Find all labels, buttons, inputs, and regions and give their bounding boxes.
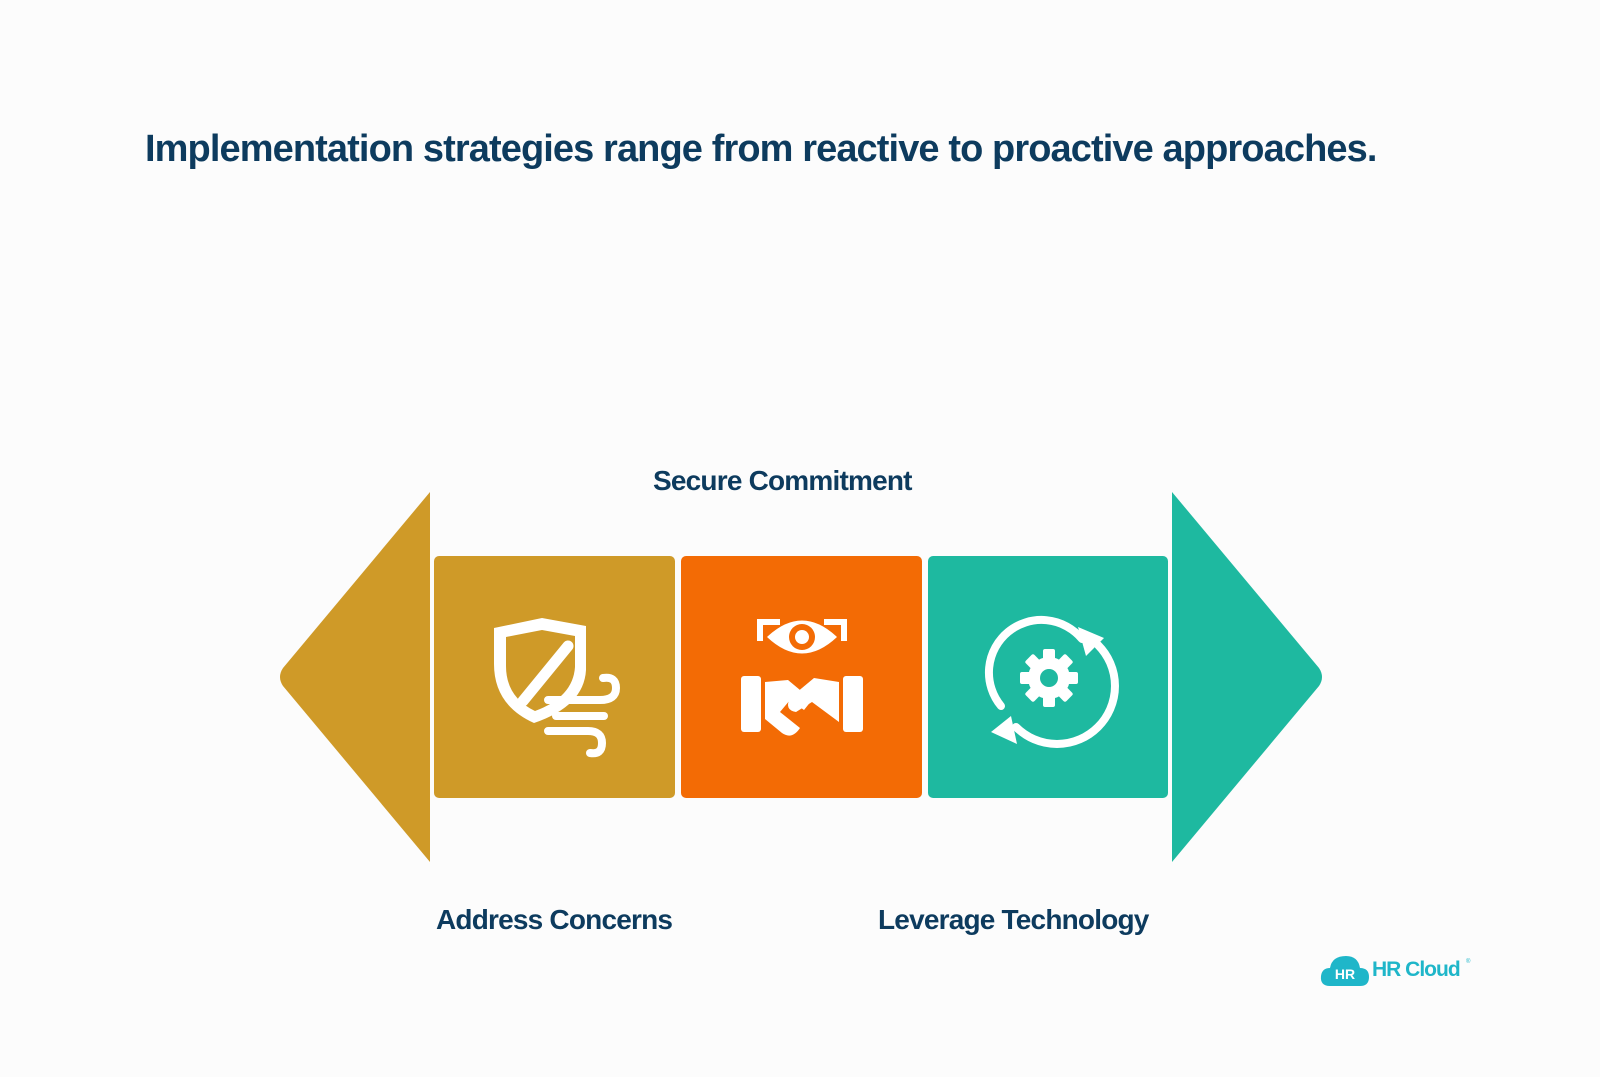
shield-wind-icon	[494, 618, 621, 758]
logo-badge-text: HR	[1335, 966, 1355, 982]
stage-box-secure-commitment	[681, 556, 922, 798]
stage-label-secure-commitment: Secure Commitment	[653, 465, 913, 496]
logo-text: HR Cloud	[1372, 958, 1461, 981]
handshake-eye-icon	[741, 619, 863, 736]
stage-label-leverage-technology: Leverage Technology	[878, 904, 1149, 935]
trademark-icon: ®	[1466, 959, 1471, 965]
gear-cycle-icon	[984, 615, 1119, 748]
right-arrow-head	[1172, 492, 1322, 862]
cloud-logo-icon: HR	[1320, 956, 1369, 986]
hr-cloud-logo: HR HR Cloud ®	[1320, 950, 1470, 994]
page-title: Implementation strategies range from rea…	[145, 128, 1377, 170]
left-arrow-head	[280, 492, 430, 862]
stage-label-address-concerns: Address Concerns	[436, 904, 673, 935]
